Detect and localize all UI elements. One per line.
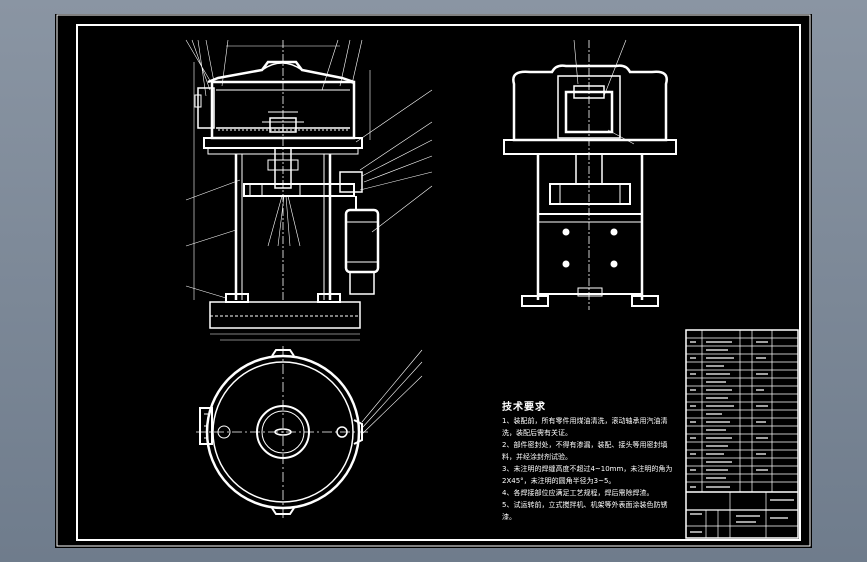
- requirement-item-4: 4、各焊接部位应满足工艺规程，焊后需除焊渣。: [502, 489, 654, 497]
- parts-list-marks: [690, 341, 794, 533]
- inner-frame: [76, 24, 801, 541]
- top-view: [196, 346, 423, 518]
- outer-frame: [56, 14, 811, 547]
- requirement-item-2: 2、部件密封处，不得有渗漏，装配、接头等用密封填料，并经涂封剂试验。: [502, 441, 668, 461]
- technical-requirements-heading: 技术要求: [502, 402, 546, 413]
- technical-requirements: 技术要求 1、装配前，所有零件用煤油清洗，滚动轴承用汽油清洗，装配后需有关证。 …: [502, 402, 678, 523]
- side-view: [503, 39, 677, 310]
- requirement-item-3: 3、未注明的焊缝高度不超过4~10mm，未注明的角为2X45°，未注明的圆角半径…: [502, 465, 673, 485]
- requirement-item-5: 5、试运转前，立式搅拌机、机架等外表面涂装色防锈漆。: [502, 501, 668, 521]
- title-block: [685, 329, 799, 539]
- requirement-item-1: 1、装配前，所有零件用煤油清洗，滚动轴承用汽油清洗，装配后需有关证。: [502, 417, 668, 437]
- front-view: [185, 39, 433, 341]
